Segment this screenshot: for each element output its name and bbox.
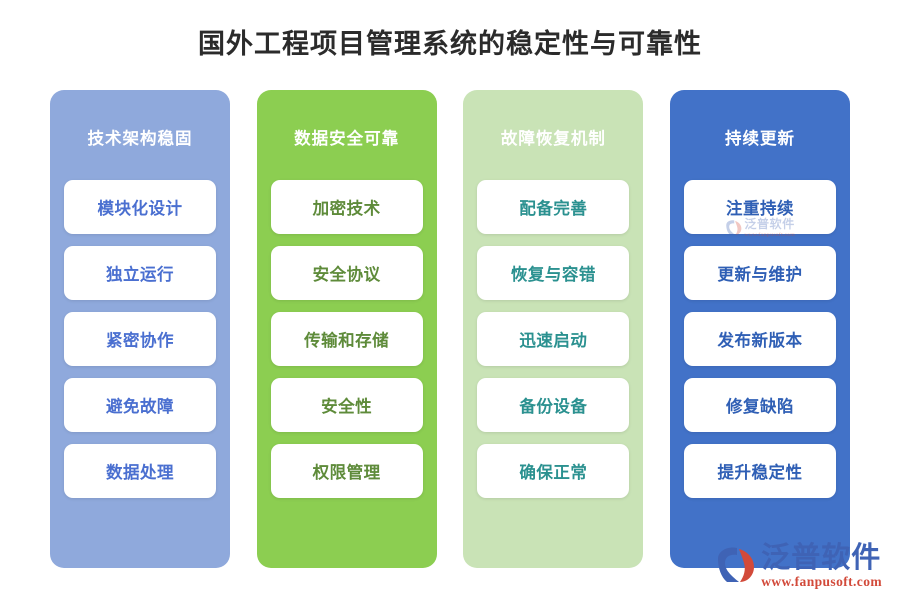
card-item[interactable]: 发布新版本: [683, 312, 836, 366]
card-label: 避免故障: [106, 398, 174, 416]
card-label: 迅速启动: [519, 332, 588, 350]
card-item[interactable]: 迅速启动: [477, 312, 630, 366]
card-item[interactable]: 传输和存储: [270, 312, 423, 366]
card-item[interactable]: 模块化设计: [64, 180, 216, 234]
card-list-failure-recovery: 配备完善 恢复与容错 迅速启动 备份设备 确保正常: [463, 180, 643, 498]
card-label: 修复缺陷: [725, 398, 794, 416]
card-item[interactable]: 加密技术: [270, 180, 423, 234]
columns-container: 技术架构稳固 模块化设计 独立运行 紧密协作 避免故障 数据处理: [50, 90, 850, 568]
card-label: 备份设备: [519, 398, 588, 416]
card-label: 提升稳定性: [717, 464, 803, 482]
column-continuous-update: 持续更新 注重持续 更新与维护 发布新版本 修复缺陷 提升稳定性: [669, 90, 850, 568]
watermark-url: www.fanpusoft.com: [761, 573, 882, 589]
card-label: 发布新版本: [717, 332, 803, 350]
page-title: 国外工程项目管理系统的稳定性与可靠性: [198, 29, 702, 59]
card-item[interactable]: 权限管理: [270, 444, 423, 498]
column-failure-recovery: 故障恢复机制 配备完善 恢复与容错 迅速启动 备份设备 确保正常: [463, 90, 644, 568]
card-label: 紧密协作: [106, 332, 174, 350]
card-label: 数据处理: [106, 464, 174, 482]
card-list-tech-architecture: 模块化设计 独立运行 紧密协作 避免故障 数据处理: [50, 180, 230, 498]
column-tech-architecture: 技术架构稳固 模块化设计 独立运行 紧密协作 避免故障 数据处理: [50, 90, 230, 568]
card-label: 加密技术: [312, 200, 381, 218]
card-item[interactable]: 确保正常: [477, 444, 630, 498]
card-item[interactable]: 数据处理: [64, 444, 216, 498]
column-data-security: 数据安全可靠 加密技术 安全协议 传输和存储 安全性 权限管理: [256, 90, 437, 568]
card-label: 模块化设计: [97, 200, 183, 218]
card-label: 配备完善: [519, 200, 588, 218]
column-header-data-security: 数据安全可靠: [294, 130, 400, 148]
column-header-continuous-update: 持续更新: [724, 130, 795, 148]
card-item[interactable]: 更新与维护: [683, 246, 836, 300]
card-item[interactable]: 恢复与容错: [477, 246, 630, 300]
card-label: 恢复与容错: [510, 266, 596, 284]
card-label: 安全协议: [312, 266, 381, 284]
card-item[interactable]: 紧密协作: [64, 312, 216, 366]
card-item[interactable]: 备份设备: [477, 378, 630, 432]
card-label: 注重持续: [725, 200, 794, 218]
card-item[interactable]: 独立运行: [64, 246, 216, 300]
card-item[interactable]: 提升稳定性: [683, 444, 836, 498]
card-label: 安全性: [321, 398, 373, 416]
card-item[interactable]: 安全协议: [270, 246, 423, 300]
card-item[interactable]: 修复缺陷: [683, 378, 836, 432]
card-item[interactable]: 配备完善: [477, 180, 630, 234]
card-label: 传输和存储: [304, 332, 390, 350]
card-label: 确保正常: [519, 464, 588, 482]
card-list-data-security: 加密技术 安全协议 传输和存储 安全性 权限管理: [257, 180, 437, 498]
card-item[interactable]: 避免故障: [64, 378, 216, 432]
card-item[interactable]: 注重持续: [683, 180, 836, 234]
card-label: 权限管理: [312, 464, 381, 482]
card-item[interactable]: 安全性: [270, 378, 423, 432]
column-header-tech-architecture: 技术架构稳固: [87, 130, 193, 148]
column-header-failure-recovery: 故障恢复机制: [500, 130, 606, 148]
card-label: 更新与维护: [717, 266, 803, 284]
card-label: 独立运行: [106, 266, 174, 284]
card-list-continuous-update: 注重持续 更新与维护 发布新版本 修复缺陷 提升稳定性: [670, 180, 850, 498]
